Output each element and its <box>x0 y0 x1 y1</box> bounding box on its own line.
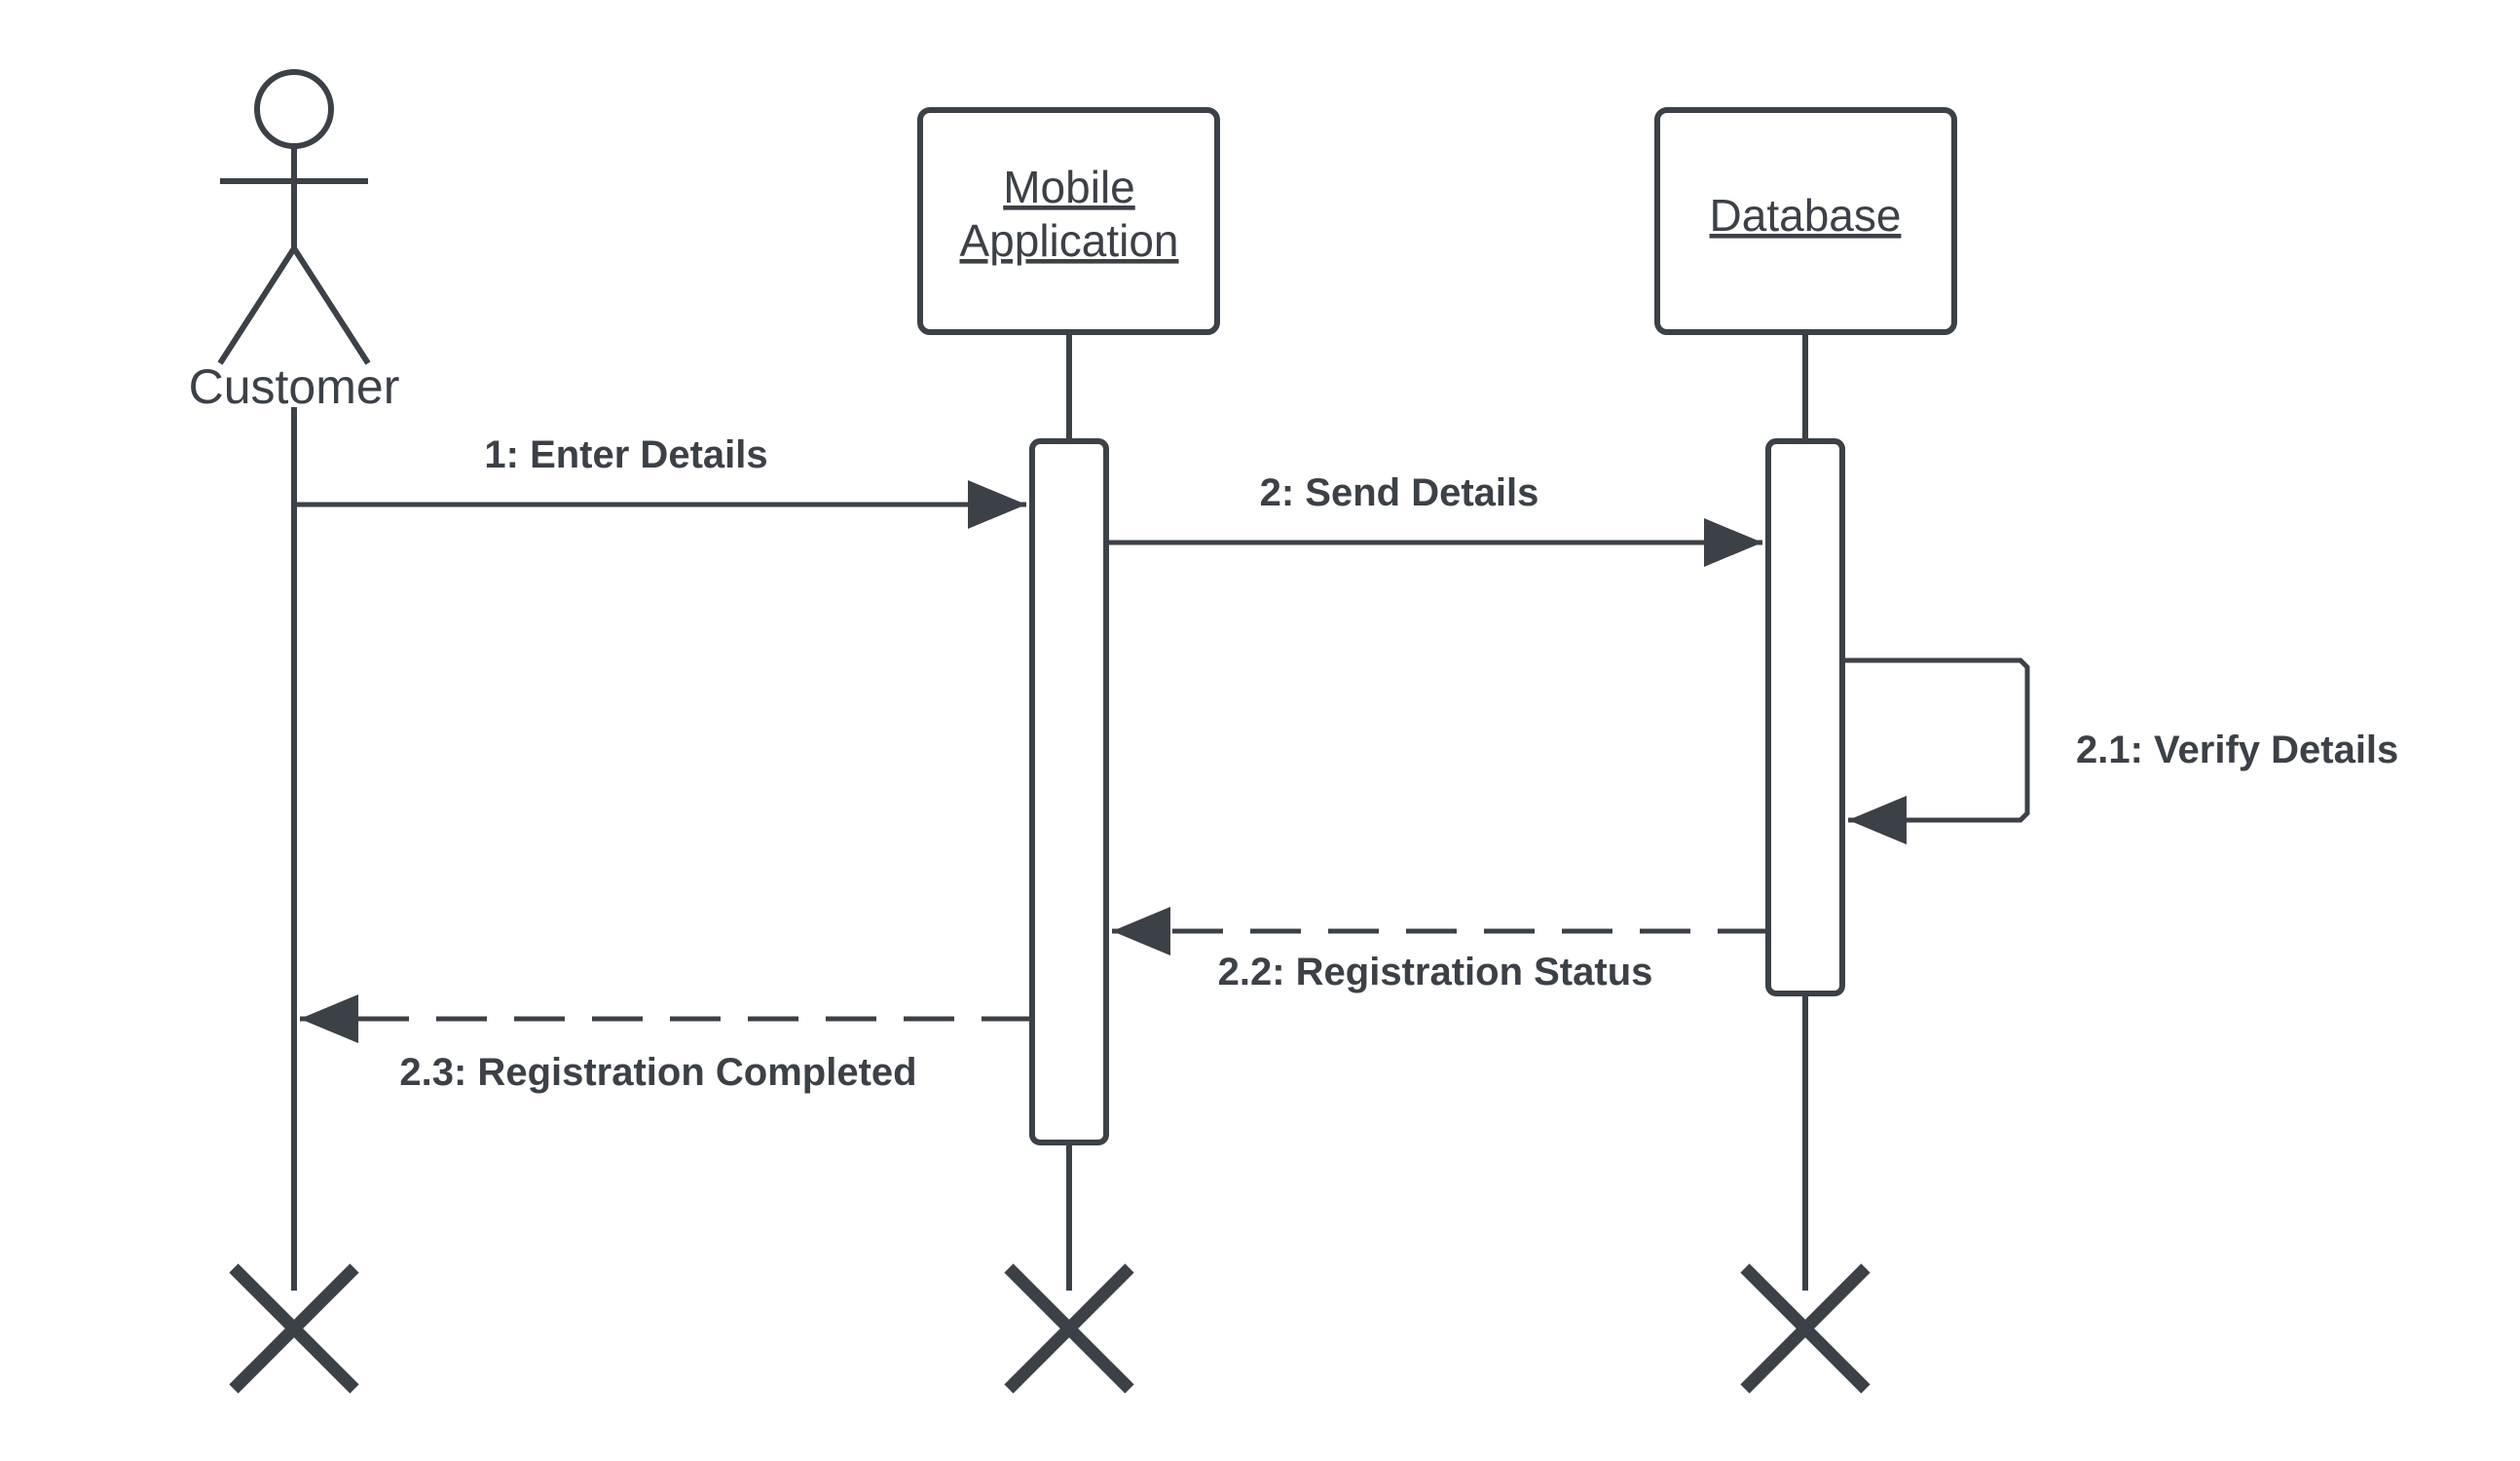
message-arrow-verify-details[interactable] <box>1842 657 2030 844</box>
actor-head <box>254 69 334 149</box>
customer-actor[interactable]: Customer <box>189 69 400 414</box>
actor-label-customer: Customer <box>189 359 400 414</box>
participant-label-mobile-line1: Mobile <box>1003 162 1135 212</box>
destroy-marker-database <box>1740 1263 1871 1394</box>
participant-label-mobile-line2: Application <box>959 215 1178 266</box>
actor-right-leg <box>291 246 371 365</box>
activation-bar-mobile-application <box>1029 438 1109 1145</box>
message-label-verify-details: 2.1: Verify Details <box>2076 729 2398 771</box>
message-label-registration-completed: 2.3: Registration Completed <box>399 1051 916 1094</box>
message-label-enter-details: 1: Enter Details <box>484 433 767 476</box>
participant-mobile-application[interactable]: Mobile Application <box>917 107 1220 335</box>
participant-database[interactable]: Database <box>1654 107 1957 335</box>
actor-left-leg <box>217 246 297 365</box>
activation-bar-database <box>1765 438 1845 996</box>
message-label-registration-status: 2.2: Registration Status <box>1218 951 1653 993</box>
message-label-send-details: 2: Send Details <box>1260 471 1539 514</box>
destroy-marker-mobile-application <box>1004 1263 1134 1394</box>
participant-label-database: Database <box>1710 190 1902 241</box>
destroy-marker-customer <box>229 1263 359 1394</box>
